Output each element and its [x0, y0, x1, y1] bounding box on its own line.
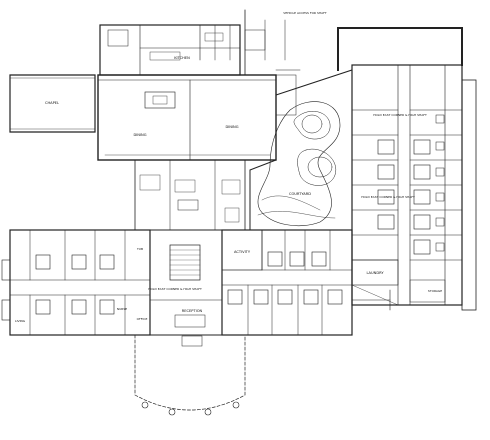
room-labels: VEHICLE ACCESS FOR SHAFT KITCHEN CHAPEL … [15, 11, 442, 323]
label-tub: TUB [136, 247, 143, 251]
reception-core [149, 229, 223, 336]
label-kitchen: KITCHEN [174, 56, 190, 60]
label-dining-left: DINING [133, 133, 146, 137]
entrance-canopy [134, 334, 246, 416]
label-living: LIVING [15, 319, 26, 323]
label-reception: RECEPTION [182, 309, 203, 313]
south-center-wing [221, 229, 391, 336]
label-storage: STORAGE [428, 289, 442, 293]
label-hold-left: HOLD EAST CORNER & HIGH SHAFT [148, 287, 202, 291]
label-hold-west: HOLD EAST CORNER & HIGH SHAFT [361, 195, 415, 199]
chapel [9, 74, 96, 133]
dining-hall [97, 69, 301, 161]
label-laundry: LAUNDRY [366, 271, 384, 275]
label-chapel: CHAPEL [45, 101, 59, 105]
central-corridor [134, 159, 246, 231]
label-vehicle-access: VEHICLE ACCESS FOR SHAFT [283, 11, 327, 15]
kitchen-block [99, 9, 266, 76]
label-hold-east: HOLD EAST CORNER & HIGH SHAFT [373, 113, 427, 117]
label-courtyard: COURTYARD [289, 192, 311, 196]
label-activity: ACTIVITY [234, 250, 251, 254]
label-office: OFFICE [137, 317, 148, 321]
west-wing [1, 229, 151, 336]
label-dining-right: DINING [225, 125, 238, 129]
label-nurse: NURSE [117, 307, 127, 311]
east-wing [337, 27, 477, 311]
courtyard [249, 69, 353, 231]
